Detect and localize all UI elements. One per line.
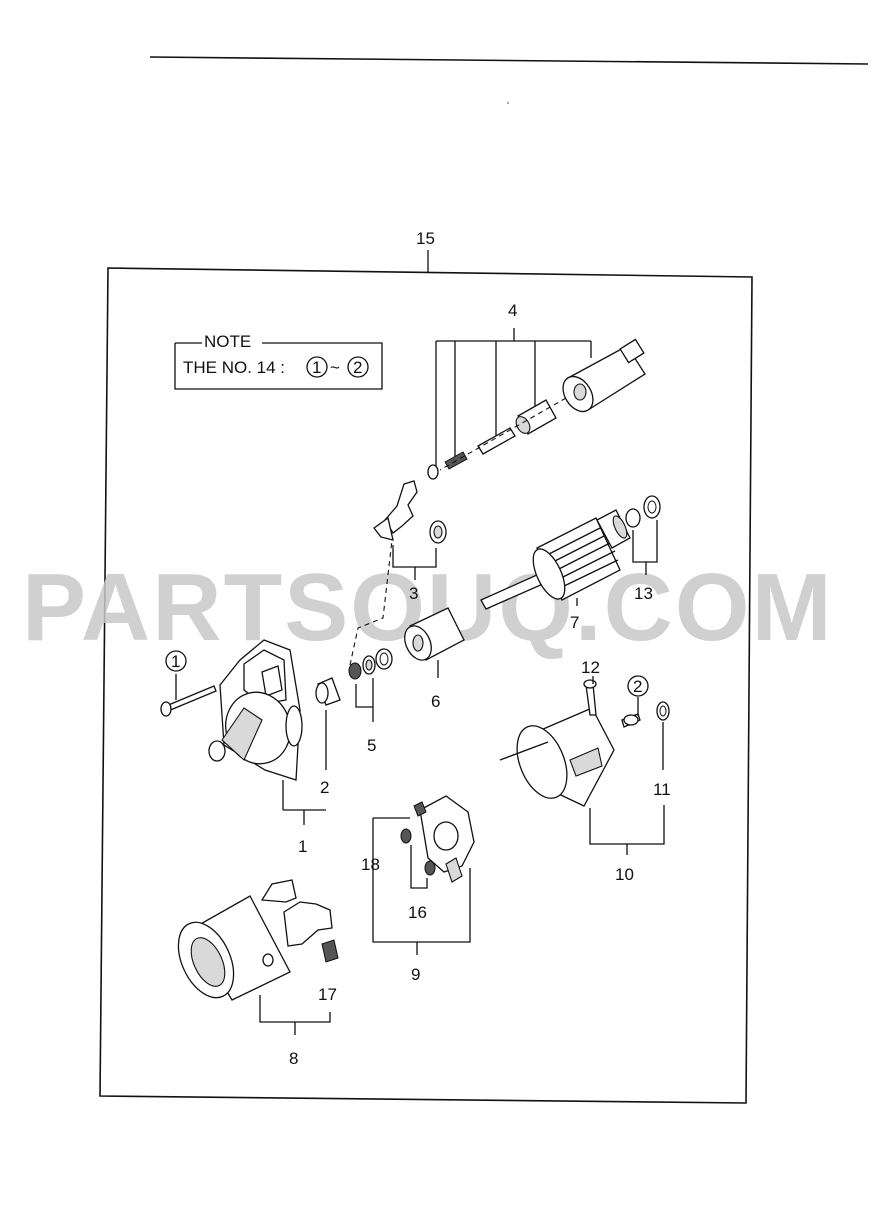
note-ref-b: 2 (353, 358, 362, 377)
part-7-armature: 7 (480, 509, 631, 632)
part-3-lever: 3 (373, 480, 447, 603)
callout-4: 4 (508, 301, 517, 320)
part-6-pinion: 6 (349, 539, 465, 711)
ref-circle-2-label: 2 (633, 677, 642, 696)
ref-circle-1 (165, 650, 187, 672)
part-10-end-cover: 12 2 11 10 (499, 658, 671, 884)
header-rule (149, 56, 869, 65)
callout-1: 1 (298, 837, 307, 856)
callout-5: 5 (367, 736, 376, 755)
callout-6: 6 (431, 692, 440, 711)
callout-12: 12 (581, 658, 600, 677)
callout-9: 9 (411, 965, 420, 984)
note-text: THE NO. 14 : (183, 358, 285, 377)
note-ref-a: 1 (312, 358, 321, 377)
part-8-yoke: 17 8 (177, 879, 339, 1068)
callout-10: 10 (615, 865, 634, 884)
callout-15: 15 (416, 229, 435, 248)
note-tilde: ~ (330, 358, 340, 377)
note-heading: NOTE (204, 332, 251, 351)
part-9-brush-holder: 18 16 9 (361, 795, 475, 984)
callout-11: 11 (653, 780, 671, 799)
callout-8: 8 (289, 1049, 298, 1068)
part-5-stop-ring: 5 (348, 648, 393, 755)
callout-18: 18 (361, 855, 380, 874)
note-box: NOTE THE NO. 14 : 1 ~ 2 (174, 332, 383, 390)
callout-13: 13 (634, 584, 653, 603)
assembly-frame (99, 267, 753, 1104)
part-13-washers: 13 (625, 495, 661, 603)
callout-7: 7 (570, 613, 579, 632)
ref-circle-2 (627, 675, 649, 697)
callout-3: 3 (409, 584, 418, 603)
callout-16: 16 (408, 903, 427, 922)
part-1-front-housing: 1 1 (160, 639, 326, 856)
part-2-bushing: 2 (315, 677, 341, 797)
ref-circle-1-label: 1 (171, 652, 180, 671)
part-4-solenoid: 4 (427, 301, 646, 480)
callout-17: 17 (318, 985, 337, 1004)
callout-2: 2 (320, 778, 329, 797)
